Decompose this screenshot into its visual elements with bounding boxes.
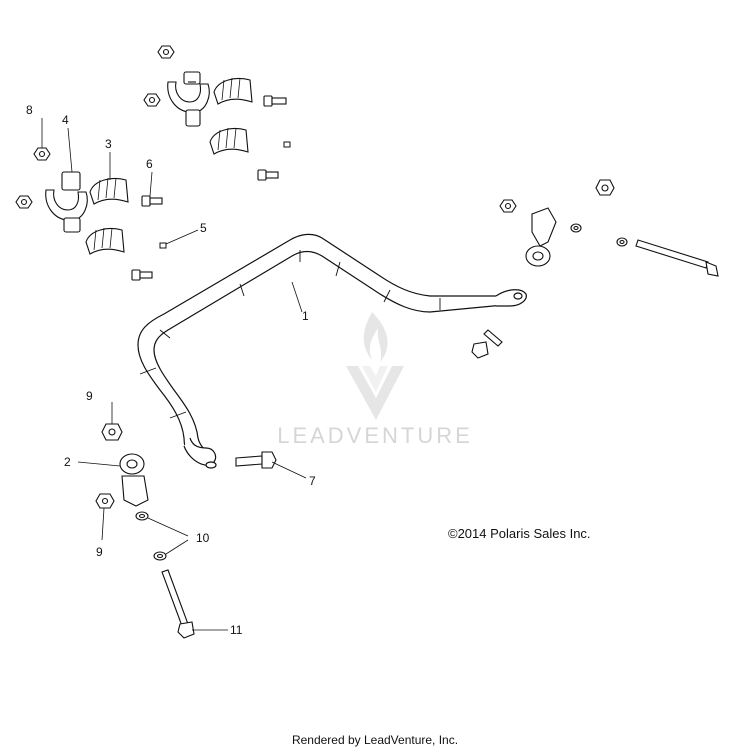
callout-8: 8	[26, 103, 33, 117]
hex-nut-right-b	[595, 179, 615, 196]
flange-bolt-item-7	[235, 451, 277, 469]
hex-nut-item-9-lower	[95, 493, 115, 509]
leadventure-logo-watermark	[346, 312, 404, 420]
callout-9-upper: 9	[86, 389, 93, 403]
leader-lines	[41, 118, 307, 631]
washer-item-10-upper	[135, 511, 149, 521]
bolt-left	[141, 195, 163, 207]
callout-4: 4	[62, 113, 69, 127]
callout-3: 3	[105, 137, 112, 151]
stabilizer-link-right	[525, 207, 557, 267]
callout-5: 5	[200, 221, 207, 235]
hex-nut-left-b	[15, 195, 33, 209]
bar-clamp-upper	[167, 71, 210, 127]
render-credit-footer: Rendered by LeadVenture, Inc.	[291, 733, 459, 747]
long-bolt-right	[635, 239, 719, 277]
bolt-upper	[263, 95, 287, 107]
hex-nut-left	[33, 147, 51, 161]
hex-nut-right-a	[499, 199, 517, 213]
washer-right-b	[616, 237, 628, 247]
bar-clamp-left	[45, 171, 88, 233]
callout-10: 10	[196, 531, 210, 545]
long-bolt-item-11	[161, 569, 195, 639]
bolt-left-b	[131, 269, 153, 281]
callout-2: 2	[64, 455, 71, 469]
washer-right	[570, 223, 582, 233]
bushing-left-b	[85, 227, 125, 255]
flange-bolt-right	[471, 329, 503, 359]
bolt-upper-b	[257, 169, 279, 181]
watermark-text: LEADVENTURE	[277, 423, 473, 448]
bushing-upper-b	[209, 127, 249, 155]
callout-11: 11	[230, 623, 243, 637]
bushing-left-a	[89, 177, 129, 205]
hex-nut-item-9-upper	[101, 423, 123, 441]
callout-1: 1	[302, 309, 309, 323]
screw-small-upper	[283, 141, 291, 148]
copyright-text: ©2014 Polaris Sales Inc.	[448, 526, 591, 541]
washer-item-10-lower	[153, 551, 167, 561]
stabilizer-bar	[137, 233, 527, 469]
hex-nut-upper-b	[143, 93, 161, 107]
stabilizer-link-left	[119, 453, 149, 507]
bushing-upper-a	[213, 77, 253, 105]
hex-nut-upper	[157, 45, 175, 59]
callout-9-lower: 9	[96, 545, 103, 559]
screw-small-left	[159, 242, 167, 249]
callout-7: 7	[309, 474, 316, 488]
callout-6: 6	[146, 157, 153, 171]
